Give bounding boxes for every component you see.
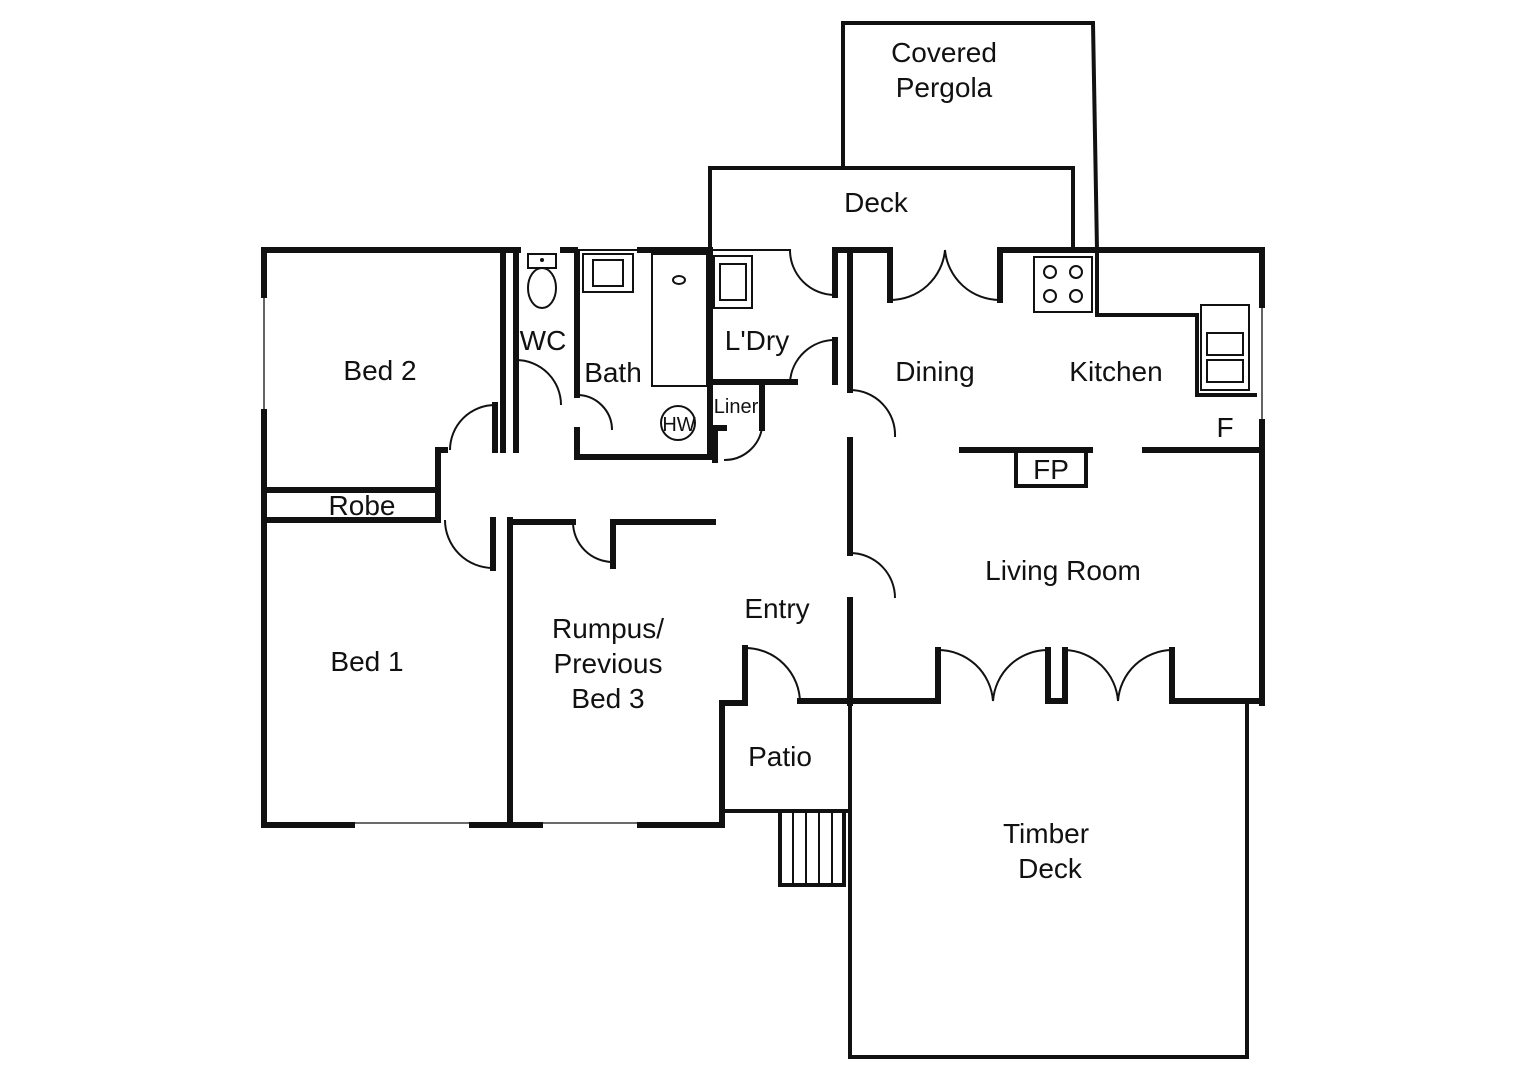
entry-steps xyxy=(778,809,846,887)
label-laundry: L'Dry xyxy=(725,325,789,356)
label-hw: HW xyxy=(662,414,695,436)
deck-outline xyxy=(708,166,1075,249)
label-patio: Patio xyxy=(748,741,812,772)
toilet-icon xyxy=(527,253,557,309)
label-liner: Liner xyxy=(714,396,759,418)
label-fridge: F xyxy=(1216,412,1233,443)
label-robe: Robe xyxy=(329,490,396,521)
room-labels: Covered Pergola Deck Bed 2 WC Bath L'Dry… xyxy=(329,37,1234,884)
label-wc: WC xyxy=(520,325,567,356)
interior-walls xyxy=(261,247,1260,828)
label-timber-deck: Deck xyxy=(1018,853,1083,884)
label-entry: Entry xyxy=(744,593,809,624)
timber-deck-outline xyxy=(848,701,1249,1059)
label-fireplace: FP xyxy=(1033,454,1069,485)
label-dining: Dining xyxy=(895,356,974,387)
label-rumpus: Rumpus/ xyxy=(552,613,664,644)
label-bed2: Bed 2 xyxy=(343,355,416,386)
fireplace-icon xyxy=(1014,449,1088,488)
bath-sink-icon xyxy=(582,253,634,293)
covered-pergola-outline xyxy=(841,21,1100,253)
label-deck: Deck xyxy=(844,187,909,218)
label-kitchen: Kitchen xyxy=(1069,356,1162,387)
laundry-tub-icon xyxy=(713,255,753,309)
doors xyxy=(444,249,1173,704)
label-previous: Previous xyxy=(554,648,663,679)
cooktop-icon xyxy=(1033,256,1093,313)
label-pergola: Pergola xyxy=(896,72,993,103)
label-covered: Covered xyxy=(891,37,997,68)
label-bed3: Bed 3 xyxy=(571,683,644,714)
hot-water-icon xyxy=(660,405,696,441)
label-bed1: Bed 1 xyxy=(330,646,403,677)
label-living-room: Living Room xyxy=(985,555,1141,586)
label-bath: Bath xyxy=(584,357,642,388)
bathtub-icon xyxy=(651,253,708,387)
exterior-walls xyxy=(261,247,1265,828)
kitchen-sink-icon xyxy=(1200,304,1250,391)
label-timber: Timber xyxy=(1003,818,1089,849)
